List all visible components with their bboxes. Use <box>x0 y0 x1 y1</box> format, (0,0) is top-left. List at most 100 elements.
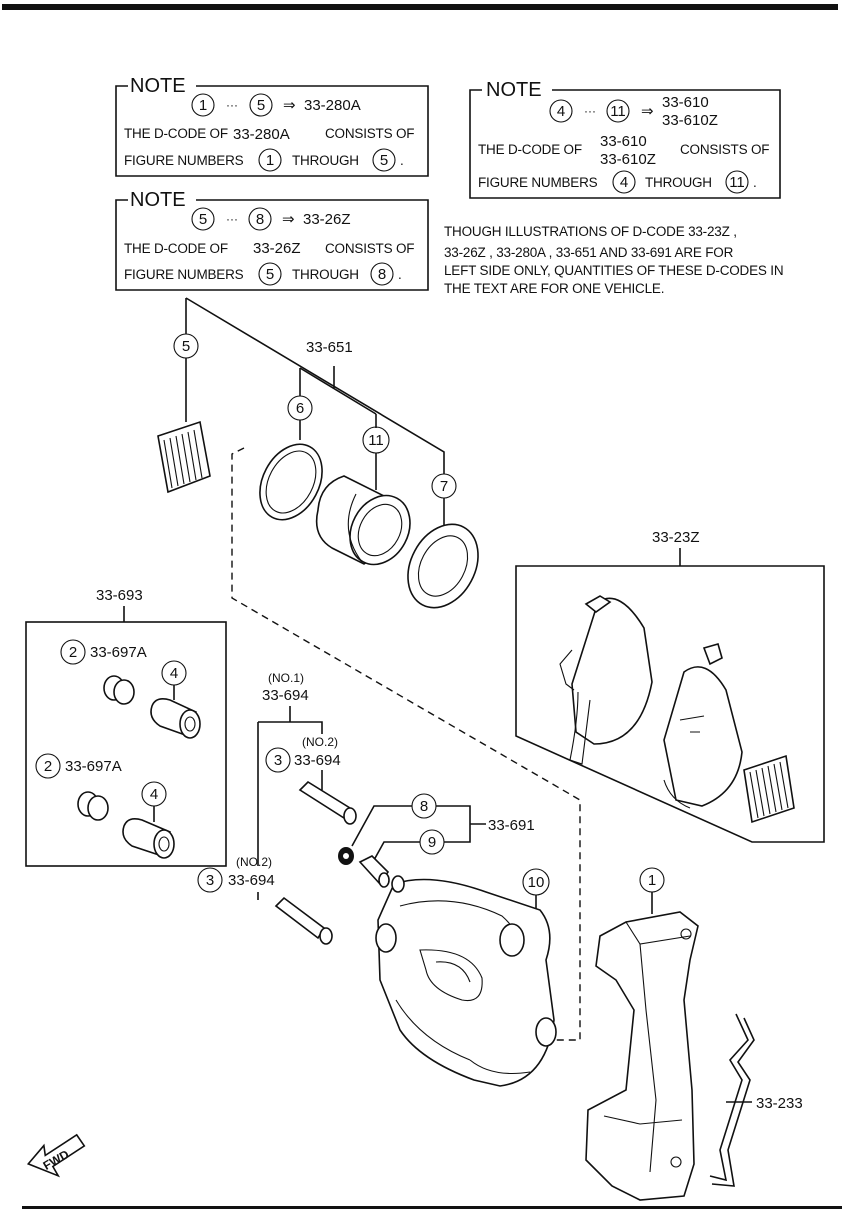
note-text: CONSISTS OF <box>680 142 769 157</box>
callout-circle <box>612 170 636 194</box>
dcode-label: 33-694 <box>228 872 275 889</box>
dcode-label: 33-651 <box>306 339 353 356</box>
dcode-target: 33-26Z <box>303 211 351 228</box>
note-text: THE D-CODE OF <box>478 142 582 157</box>
note-title: NOTE <box>130 189 186 211</box>
brake-pad-icon <box>663 643 743 809</box>
grease-packet-icon <box>157 420 211 494</box>
note-box-2: NOTE 4 ··· 11 ⇒ 33-610 33-610Z THE D-COD… <box>469 79 781 199</box>
boot-icon <box>150 698 201 739</box>
callout-number: 8 <box>256 211 264 228</box>
callout-number: 10 <box>528 874 545 891</box>
caliper-body-icon <box>375 875 557 1087</box>
note-text: . <box>400 153 404 168</box>
callout-number: 11 <box>368 432 384 449</box>
seal-kit-group: 33-651 5 6 11 7 <box>157 297 479 609</box>
callout-number: 11 <box>610 103 626 120</box>
callout-number: 5 <box>380 152 388 169</box>
dcode: 33-26Z <box>253 240 301 257</box>
note-text: THE D-CODE OF <box>124 241 228 256</box>
callout-number: 1 <box>648 872 656 889</box>
callout-number: 2 <box>44 758 52 775</box>
info-line: THOUGH ILLUSTRATIONS OF D-CODE 33-23Z , <box>444 224 737 239</box>
callout-number: 7 <box>440 478 448 495</box>
dcode-label: 33-693 <box>96 587 143 604</box>
callout-circle <box>258 262 282 286</box>
dust-boot-icon <box>407 523 479 609</box>
bleeder-cap-icon <box>338 847 354 865</box>
caliper-body-group: 10 <box>375 868 557 1087</box>
caliper-bracket-icon <box>585 911 699 1201</box>
arrow-symbol: ⇒ <box>283 97 296 114</box>
callout-circle <box>606 99 630 123</box>
callout-circle <box>249 93 273 117</box>
dcode-label: 33-691 <box>488 817 535 834</box>
ellipsis: ··· <box>226 98 238 112</box>
arrow-symbol: ⇒ <box>641 103 654 120</box>
callout-number: 5 <box>257 97 265 114</box>
note-title: NOTE <box>130 75 186 97</box>
note-box-3: NOTE 5 ··· 8 ⇒ 33-26Z THE D-CODE OF 33-2… <box>115 189 429 291</box>
note-title: NOTE <box>486 79 542 101</box>
boot-icon <box>122 818 175 859</box>
bleeder-group: 8 33-691 9 <box>338 793 535 888</box>
dcode-target: 33-610 <box>662 94 709 111</box>
bushing-icon <box>103 675 135 705</box>
callout-number: 9 <box>428 834 436 851</box>
note-text: THROUGH <box>292 153 359 168</box>
grease-packet-icon <box>743 754 795 824</box>
note-text: CONSISTS OF <box>325 241 414 256</box>
dcode-label: 33-694 <box>262 687 309 704</box>
pin-tag: (NO.2) <box>236 855 272 869</box>
callout-number: 1 <box>199 97 207 114</box>
dcode-target: 33-280A <box>304 97 361 114</box>
callout-number: 5 <box>199 211 207 228</box>
info-line: LEFT SIDE ONLY, QUANTITIES OF THESE D-CO… <box>444 263 783 278</box>
bottom-border <box>22 1206 842 1209</box>
callout-number: 8 <box>420 798 428 815</box>
dcode: 33-610 <box>600 133 647 150</box>
info-line: 33-26Z , 33-280A , 33-651 AND 33-691 ARE… <box>444 245 734 260</box>
note-text: FIGURE NUMBERS <box>124 267 244 282</box>
bleeder-screw-icon <box>358 855 390 888</box>
assembly-guide-line <box>231 447 581 1041</box>
note-text: . <box>753 175 757 190</box>
guide-pin-icon <box>274 896 333 945</box>
pin-tag: (NO.1) <box>268 671 304 685</box>
dcode-label: 33-694 <box>294 752 341 769</box>
dcode-label: 33-23Z <box>652 529 700 546</box>
callout-number: 8 <box>378 266 386 283</box>
mounting-support-group: 1 33-233 <box>585 867 803 1201</box>
slide-pin-kit-group: 33-693 2 33-697A 4 2 33-697A 4 <box>25 587 227 867</box>
note-box-1: NOTE 1 ··· 5 ⇒ 33-280A THE D-CODE OF 33-… <box>115 75 429 177</box>
note-text: FIGURE NUMBERS <box>478 175 598 190</box>
guide-pin-group: (NO.1) 33-694 (NO.2) 3 33-694 (NO.2) 3 3… <box>197 671 357 945</box>
callout-number: 11 <box>729 174 745 191</box>
callout-circle <box>370 262 394 286</box>
note-text: . <box>398 267 402 282</box>
dcode-label: 33-697A <box>90 644 147 661</box>
dcode-target: 33-610Z <box>662 112 718 129</box>
dcode: 33-610Z <box>600 151 656 168</box>
info-line: THE TEXT ARE FOR ONE VEHICLE. <box>444 281 664 296</box>
callout-circle <box>35 753 61 779</box>
spring-clip-icon <box>709 1013 755 1187</box>
callout-circle <box>258 148 282 172</box>
piston-seal-icon <box>259 443 323 521</box>
callout-number: 1 <box>266 152 274 169</box>
note-text: FIGURE NUMBERS <box>124 153 244 168</box>
callout-number: 3 <box>206 872 214 889</box>
note-text: CONSISTS OF <box>325 126 414 141</box>
brake-pad-icon <box>559 595 653 765</box>
callout-circle <box>191 207 215 231</box>
callout-circle <box>265 747 291 773</box>
ellipsis: ··· <box>226 212 238 226</box>
callout-number: 6 <box>296 400 304 417</box>
note-text: THE D-CODE OF <box>124 126 228 141</box>
callout-number: 4 <box>557 103 565 120</box>
fwd-arrow-icon: FWD <box>26 1133 86 1178</box>
note-text: THROUGH <box>645 175 712 190</box>
arrow-symbol: ⇒ <box>282 211 295 228</box>
info-text-block: THOUGH ILLUSTRATIONS OF D-CODE 33-23Z , … <box>444 224 784 296</box>
